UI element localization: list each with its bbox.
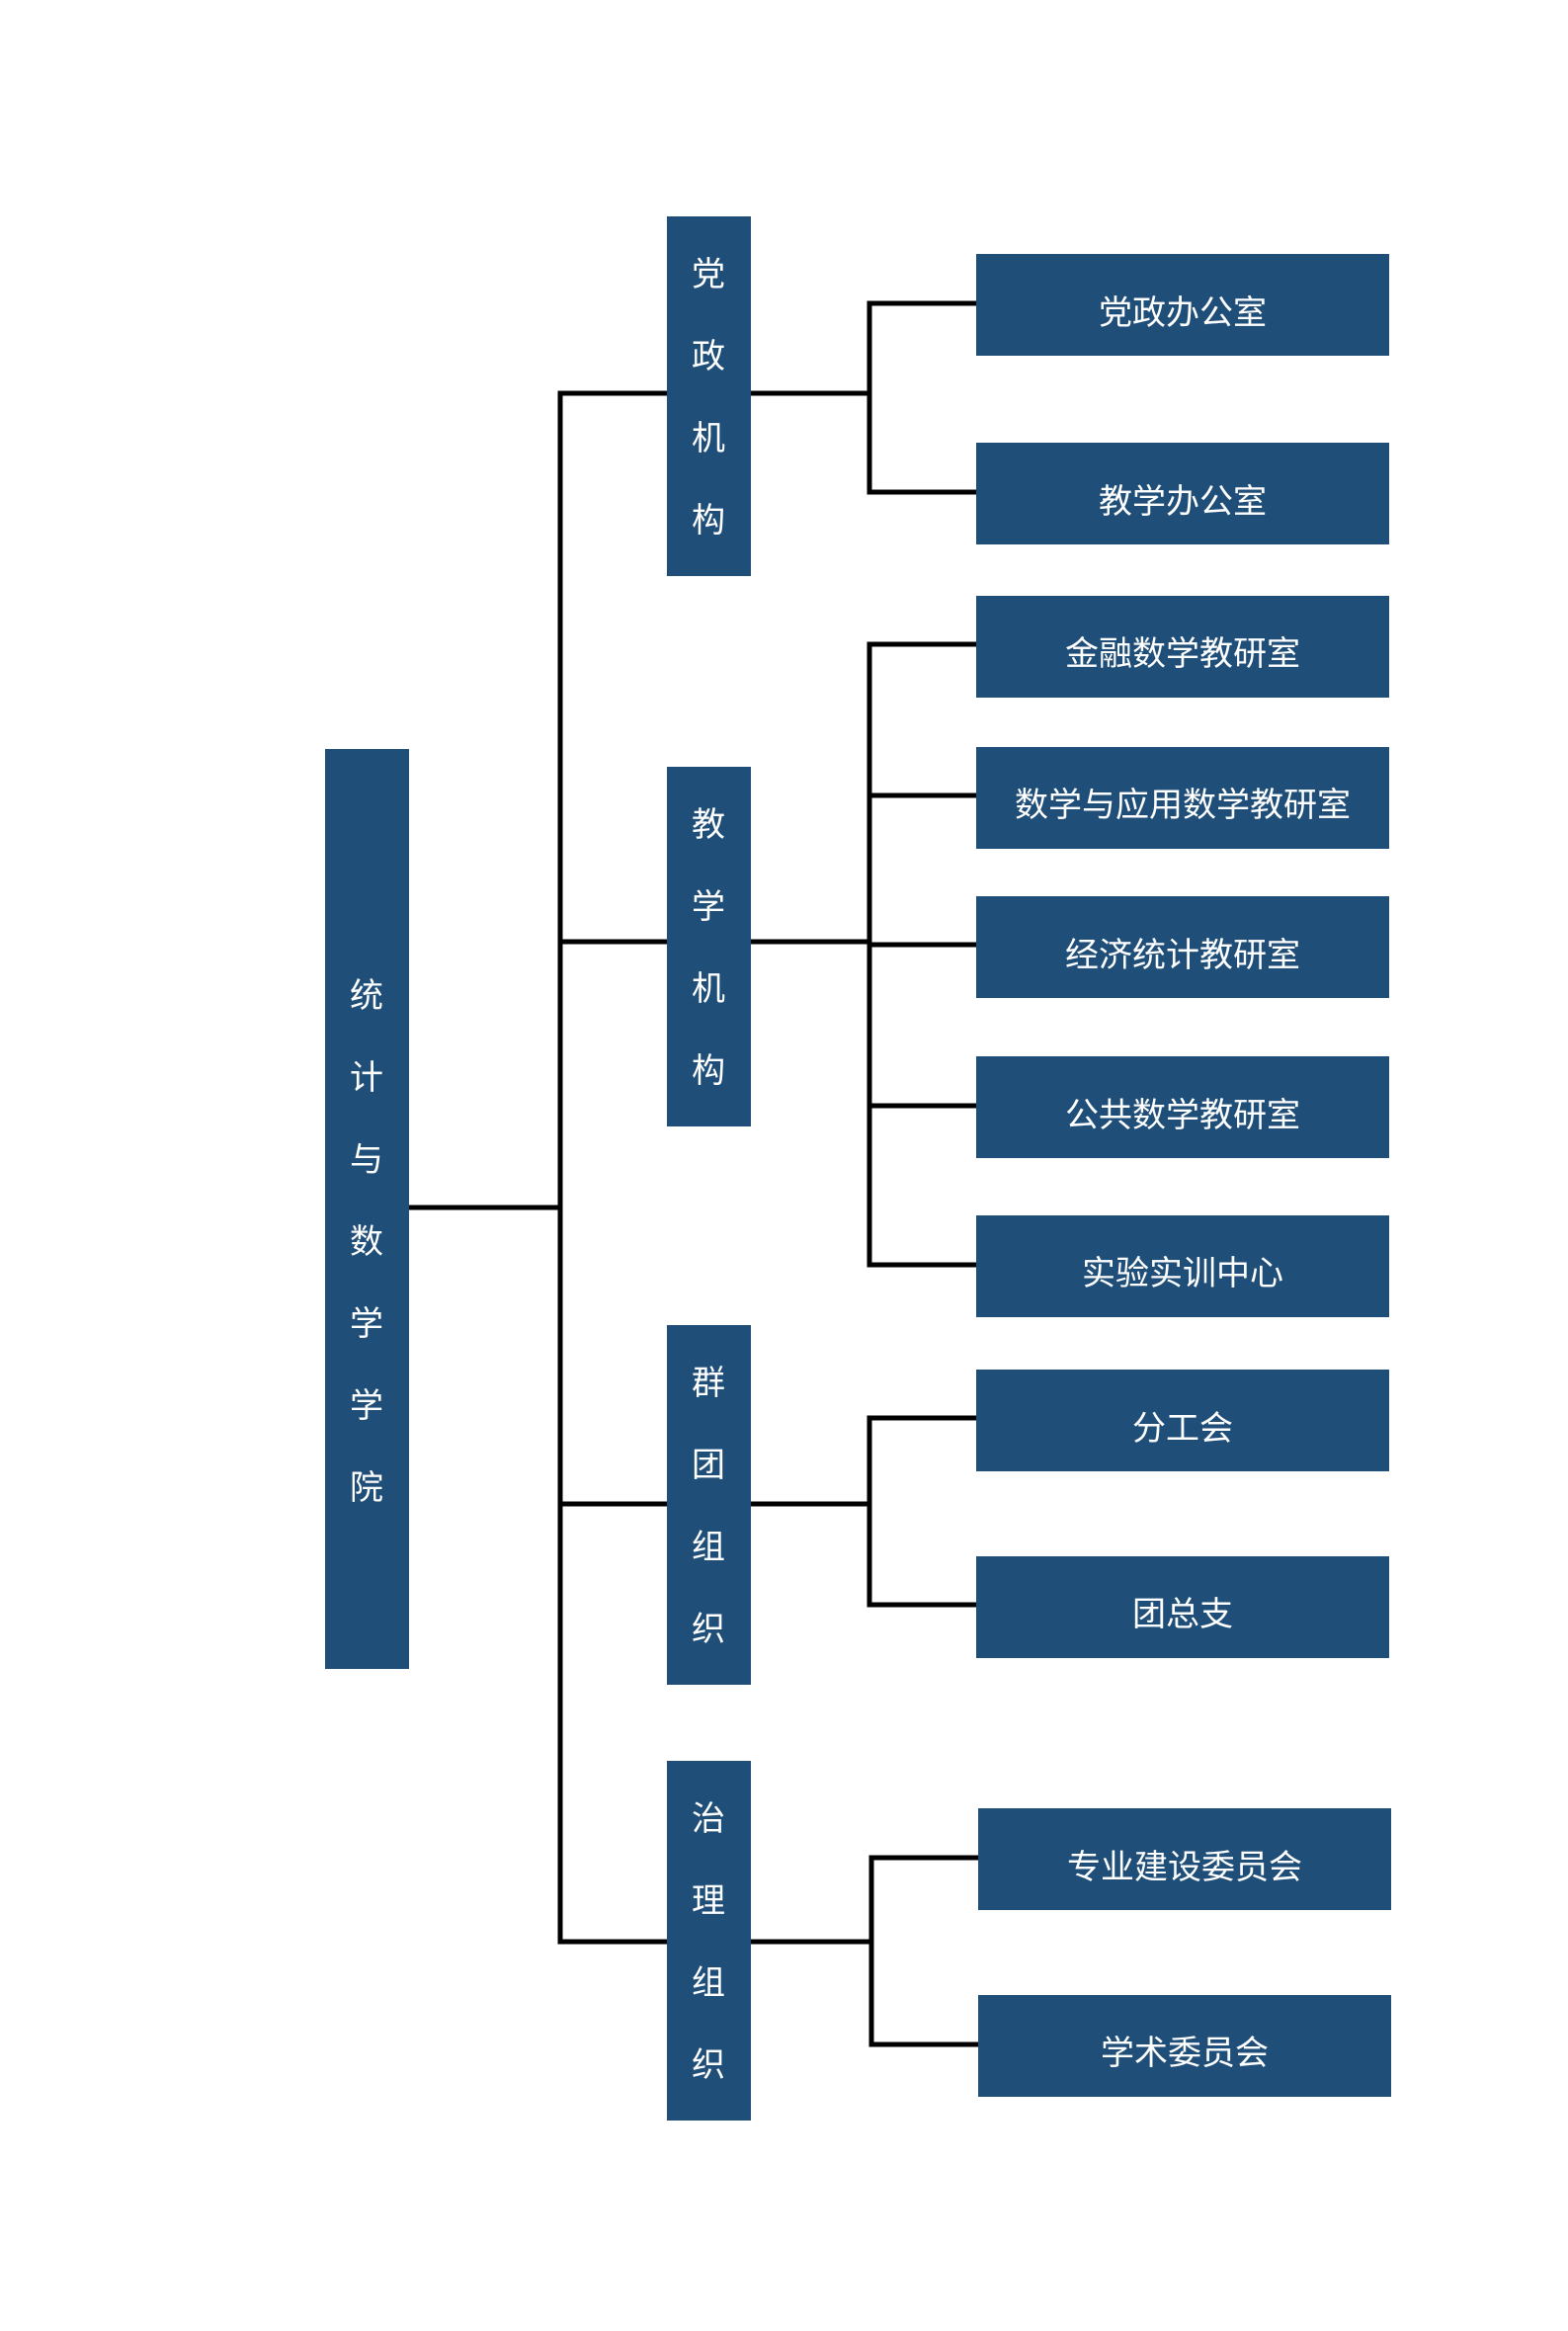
leaf-box-applied-math <box>976 747 1389 849</box>
leaf-node: 金融数学教研室 <box>976 596 1389 698</box>
group-node-3: 群团组织 <box>667 1325 751 1685</box>
root-node: 统计与数学学院 <box>325 749 409 1669</box>
leaf-node: 分工会 <box>976 1370 1389 1471</box>
group-box-3 <box>667 1325 751 1685</box>
leaf-label-academic-committee: 学术委员会 <box>1101 2034 1269 2073</box>
group-box-2 <box>667 767 751 1126</box>
group-box-4 <box>667 1761 751 2121</box>
leaf-node: 数学与应用数学教研室 <box>976 747 1389 849</box>
group-label-1: 党政机构 <box>692 255 725 541</box>
leaf-box-public-math <box>976 1056 1389 1158</box>
leaf-box-academic-committee <box>978 1995 1391 2097</box>
leaf-node: 经济统计教研室 <box>976 896 1389 998</box>
group-box-1 <box>667 216 751 576</box>
leaf-label-major-committee: 专业建设委员会 <box>1067 1848 1302 1887</box>
leaf-label-financial-math: 金融数学教研室 <box>1065 634 1300 674</box>
leaf-node: 学术委员会 <box>978 1995 1391 2097</box>
leaf-node: 实验实训中心 <box>976 1215 1389 1317</box>
leaf-box-youth-league <box>976 1556 1389 1658</box>
leaf-box-dangzheng-office <box>976 254 1389 356</box>
group-label-4: 治理组织 <box>692 1799 725 2085</box>
connectors <box>404 300 983 2047</box>
group-label-3: 群团组织 <box>692 1364 725 1649</box>
leaf-node: 党政办公室 <box>976 254 1389 356</box>
group-node-4: 治理组织 <box>667 1761 751 2121</box>
leaf-box-labor-union <box>976 1370 1389 1471</box>
leaf-node: 团总支 <box>976 1556 1389 1658</box>
leaf-node: 专业建设委员会 <box>978 1808 1391 1910</box>
leaf-node: 公共数学教研室 <box>976 1056 1389 1158</box>
leaf-box-teaching-office <box>976 443 1389 544</box>
leaf-box-economic-stats <box>976 896 1389 998</box>
root-box <box>325 749 409 1669</box>
leaf-label-labor-union: 分工会 <box>1132 1409 1233 1449</box>
leaf-box-financial-math <box>976 596 1389 698</box>
leaf-label-economic-stats: 经济统计教研室 <box>1065 936 1300 975</box>
leaf-label-teaching-office: 教学办公室 <box>1099 482 1267 522</box>
leaf-box-lab-center <box>976 1215 1389 1317</box>
group-node-2: 教学机构 <box>667 767 751 1126</box>
leaf-box-major-committee <box>978 1808 1391 1910</box>
root-label: 统计与数学学院 <box>350 976 383 1508</box>
leaf-label-public-math: 公共数学教研室 <box>1065 1096 1300 1135</box>
leaf-label-dangzheng-office: 党政办公室 <box>1099 293 1267 333</box>
leaf-node: 教学办公室 <box>976 443 1389 544</box>
group-label-2: 教学机构 <box>692 805 725 1091</box>
leaf-label-youth-league: 团总支 <box>1132 1595 1233 1634</box>
group-node-1: 党政机构 <box>667 216 751 576</box>
leaf-label-lab-center: 实验实训中心 <box>1082 1254 1283 1293</box>
leaf-label-applied-math: 数学与应用数学教研室 <box>1015 786 1351 825</box>
